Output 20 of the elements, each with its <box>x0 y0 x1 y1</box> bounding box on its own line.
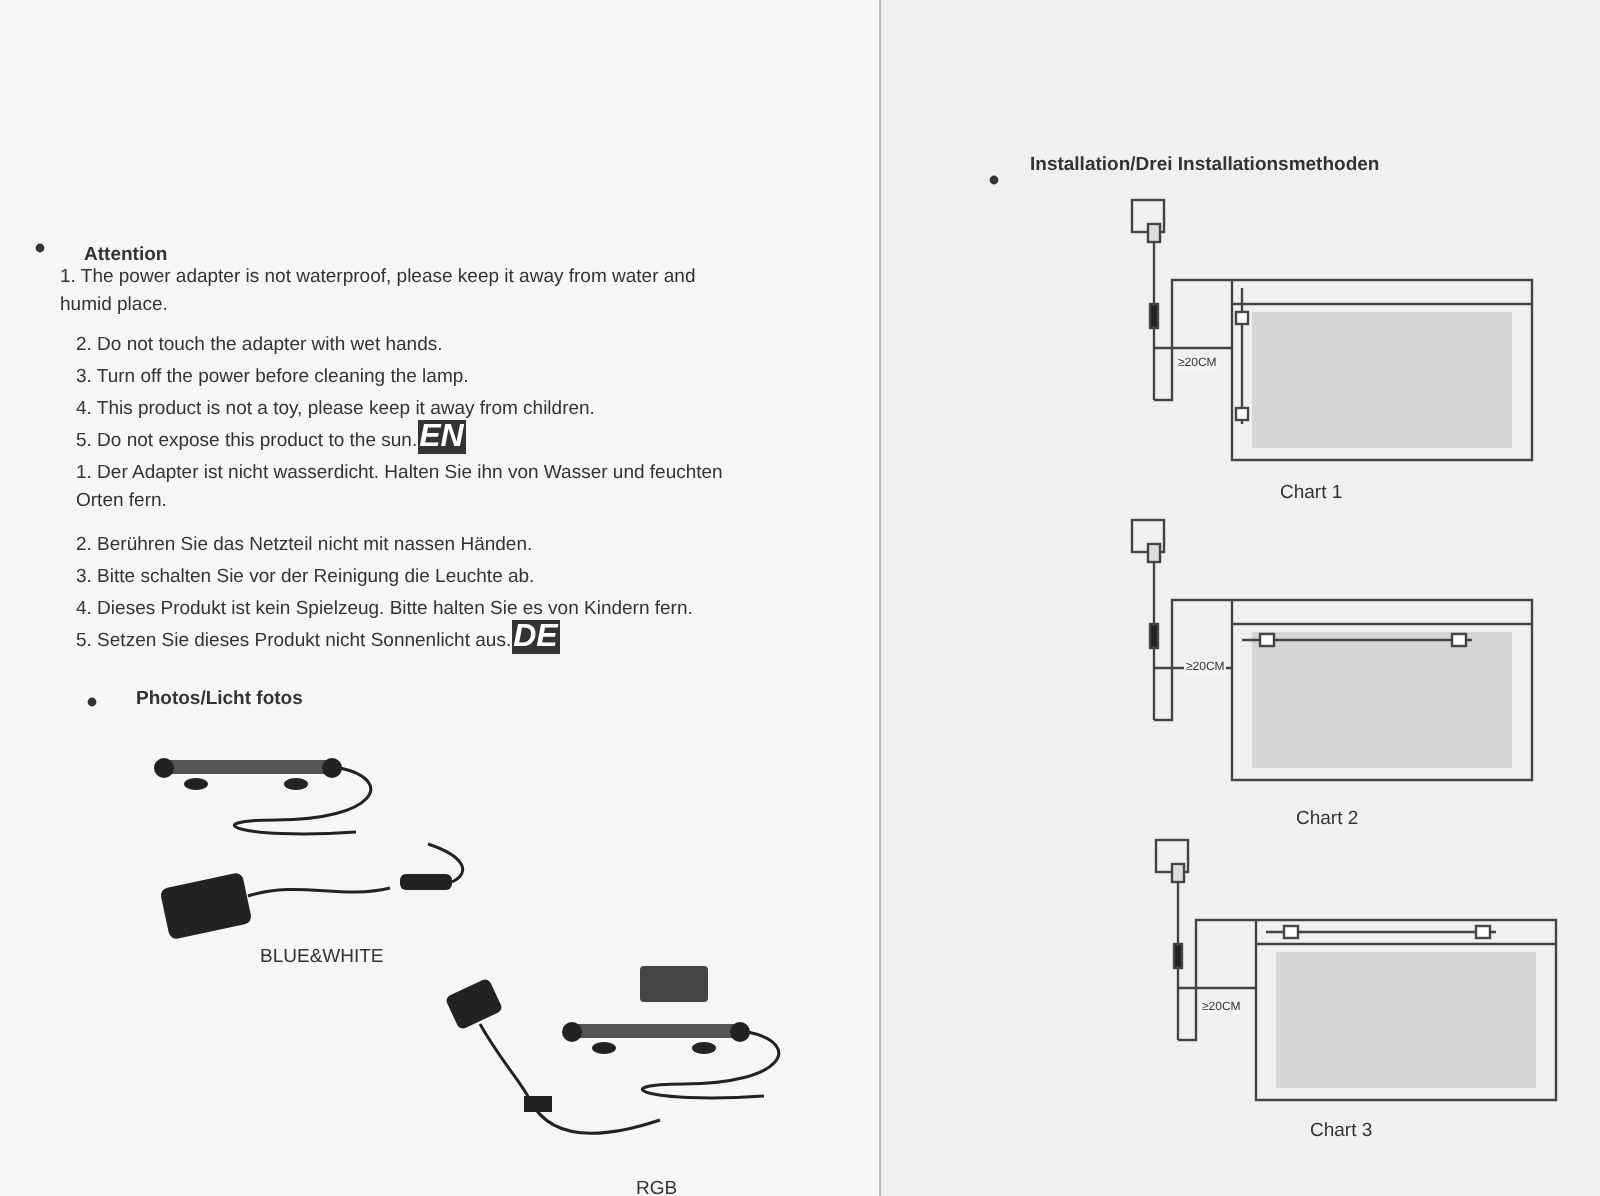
section-heading: Installation/Drei Installationsmethoden <box>1030 154 1380 176</box>
chart-caption: Chart 2 <box>1296 808 1359 830</box>
instruction-text: 5. Setzen Sie dieses Produkt nicht Sonnenlicht aus. <box>76 630 512 652</box>
instruction-text: 2. Berühren Sie das Netzteil nicht mit nassen Händen. <box>76 534 533 556</box>
instruction-text: 3. Bitte schalten Sie vor der Reinigung die Leuchte ab. <box>76 566 535 588</box>
language-tag: DE <box>511 620 560 654</box>
language-tag: EN <box>417 420 466 454</box>
chart-caption: Chart 1 <box>1280 482 1343 504</box>
instruction-text: 5. Do not expose this product to the sun. <box>76 430 418 452</box>
section-heading: Attention <box>84 244 168 266</box>
chart-caption: Chart 3 <box>1310 1120 1373 1142</box>
instruction-text: 3. Turn off the power before cleaning the lamp. <box>76 366 469 388</box>
instruction-text: 4. This product is not a toy, please keep it away from children. <box>76 398 595 420</box>
section-heading: Photos/Licht fotos <box>136 688 303 710</box>
instruction-text: 2. Do not touch the adapter with wet hands. <box>76 334 443 356</box>
instruction-text: 4. Dieses Produkt ist kein Spielzeug. Bitte halten Sie es von Kindern fern. <box>76 598 693 620</box>
instruction-text: 1. Der Adapter ist nicht wasserdicht. Halten Sie ihn von Wasser und feuchten Orten fern. <box>76 460 725 516</box>
photo-caption: RGB <box>636 1178 678 1196</box>
instruction-text: 1. The power adapter is not waterproof, please keep it away from water and humid place. <box>60 264 698 320</box>
photo-caption: BLUE&WHITE <box>260 946 384 968</box>
